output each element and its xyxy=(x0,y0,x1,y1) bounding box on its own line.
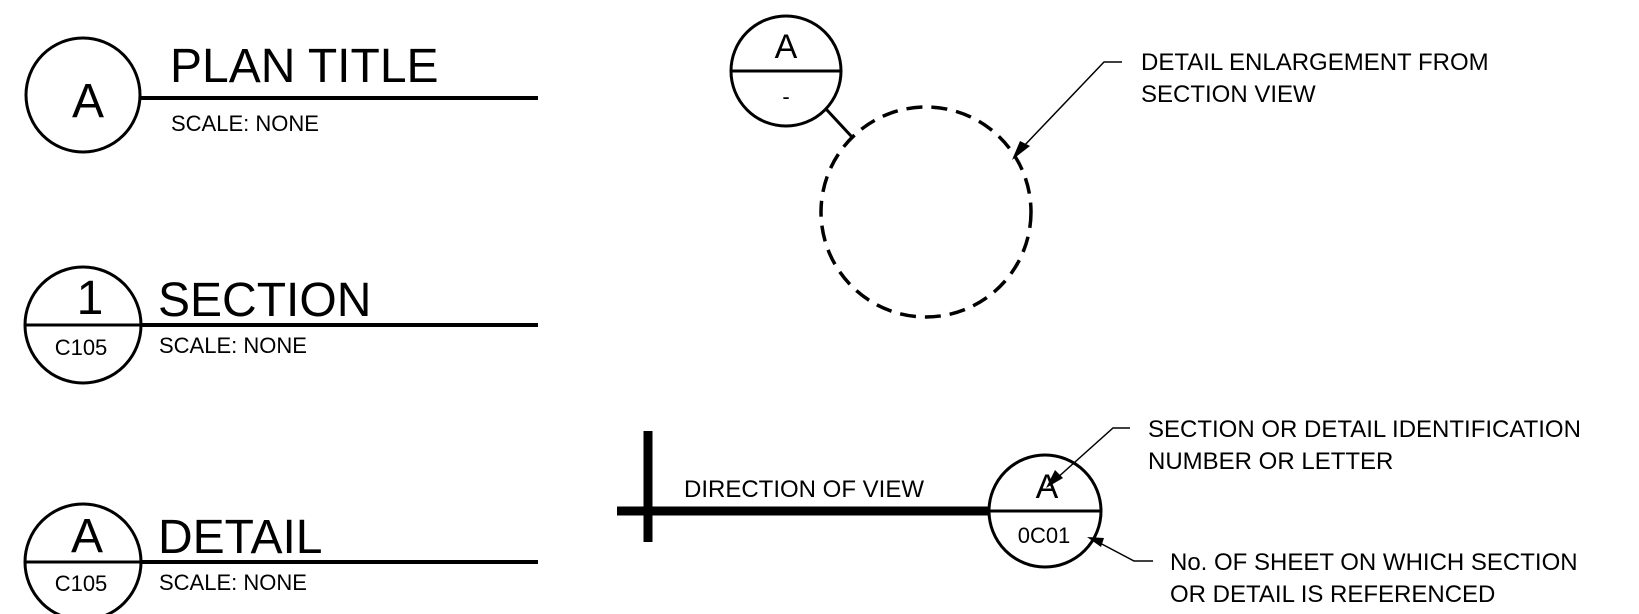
enlargement-dashed-boundary xyxy=(819,105,1033,319)
detail-title-group: A C105 DETAIL SCALE: NONE xyxy=(23,502,538,614)
detail-marker-letter: A xyxy=(71,510,103,563)
id-note-leader xyxy=(1055,427,1130,480)
enlargement-marker-letter: A xyxy=(775,28,798,66)
section-marker-sheet: C105 xyxy=(55,335,108,360)
plan-title-scale: SCALE: NONE xyxy=(171,111,319,136)
section-cut-marker-sheet: 0C01 xyxy=(1018,523,1071,548)
section-marker-number: 1 xyxy=(77,272,104,325)
direction-of-view-label: DIRECTION OF VIEW xyxy=(684,476,924,503)
sheet-note-arrowhead xyxy=(1087,537,1104,547)
detail-marker-sheet: C105 xyxy=(55,571,108,596)
enlargement-note-leader xyxy=(1021,61,1122,149)
sheet-note-leader xyxy=(1097,541,1153,562)
plan-title-marker-letter: A xyxy=(72,75,104,128)
id-note-arrowhead xyxy=(1046,470,1063,488)
section-title-group: 1 C105 SECTION SCALE: NONE xyxy=(23,265,538,385)
sheet-note-line2: OR DETAIL IS REFERENCED xyxy=(1170,581,1495,608)
plan-title-text: PLAN TITLE xyxy=(170,40,439,93)
section-title-text: SECTION xyxy=(158,274,371,327)
detail-enlargement-group: A - DETAIL ENLARGEMENT FROM SECTION VIEW xyxy=(729,14,1489,319)
id-note-line1: SECTION OR DETAIL IDENTIFICATION xyxy=(1148,416,1581,443)
detail-title-text: DETAIL xyxy=(158,511,322,564)
section-cut-group: DIRECTION OF VIEW A 0C01 SECTION OR DETA… xyxy=(617,416,1581,608)
enlargement-marker-sheet: - xyxy=(782,84,789,109)
plan-title-marker-circle xyxy=(24,36,142,154)
detail-title-scale: SCALE: NONE xyxy=(159,570,307,595)
id-note-line2: NUMBER OR LETTER xyxy=(1148,448,1393,475)
sheet-note-line1: No. OF SHEET ON WHICH SECTION xyxy=(1170,549,1578,576)
enlargement-note-line2: SECTION VIEW xyxy=(1141,81,1316,108)
enlargement-note-arrowhead xyxy=(1012,141,1030,160)
section-title-scale: SCALE: NONE xyxy=(159,333,307,358)
plan-title-group: A PLAN TITLE SCALE: NONE xyxy=(24,36,538,154)
enlargement-leader-tick xyxy=(824,107,854,139)
enlargement-note-line1: DETAIL ENLARGEMENT FROM xyxy=(1141,49,1489,76)
